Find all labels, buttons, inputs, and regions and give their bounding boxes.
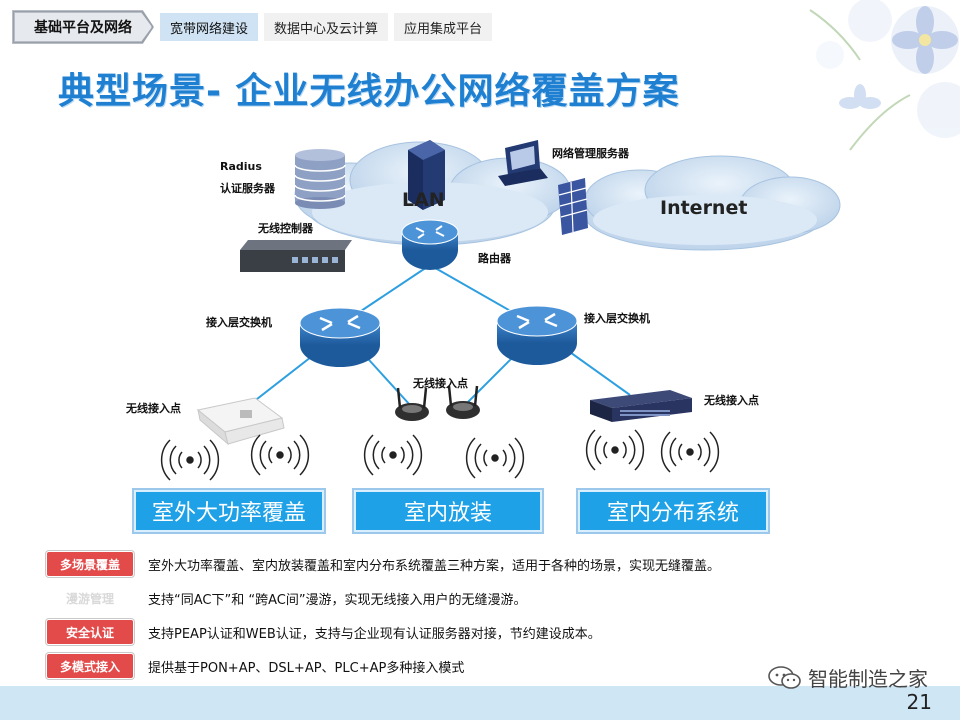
feature-badge-4: 多模式接入 <box>46 653 134 679</box>
lan-label: LAN <box>402 189 445 211</box>
feature-row-1: 多场景覆盖 室外大功率覆盖、室内放装覆盖和室内分布系统覆盖三种方案，适用于各种的… <box>46 550 906 578</box>
footer-bar <box>0 686 960 720</box>
page-title: 典型场景- 企业无线办公网络覆盖方案 <box>58 71 680 112</box>
feature-text-3: 支持PEAP认证和WEB认证，支持与企业现有认证服务器对接，节约建设成本。 <box>148 626 601 642</box>
feature-text-4: 提供基于PON+AP、DSL+AP、PLC+AP多种接入模式 <box>148 660 465 676</box>
feature-badge-3: 安全认证 <box>46 619 134 645</box>
router-icon <box>401 219 459 270</box>
nav-home-label: 基础平台及网络 <box>14 12 152 42</box>
feature-badge-1: 多场景覆盖 <box>46 551 134 577</box>
outdoor-ap-icon <box>196 397 285 446</box>
watermark-text: 智能制造之家 <box>808 667 928 691</box>
radius-label-line2: 认证服务器 <box>220 182 275 195</box>
internet-cloud <box>584 155 841 251</box>
router-label: 路由器 <box>478 252 511 265</box>
distribution-ap-icon <box>590 390 692 422</box>
indoor-ap-icon-1 <box>395 387 429 421</box>
nav-tab-broadband[interactable]: 宽带网络建设 <box>160 13 259 41</box>
wechat-icon <box>768 665 801 689</box>
feature-row-2: 漫游管理 支持“同AC下”和 “跨AC间”漫游，实现无线接入用户的无缝漫游。 <box>46 584 906 612</box>
switch-left-icon <box>299 307 381 367</box>
top-nav: 基础平台及网络 宽带网络建设 数据中心及云计算 应用集成平台 <box>12 10 493 44</box>
ap-right-label: 无线接入点 <box>704 394 759 407</box>
feature-row-4: 多模式接入 提供基于PON+AP、DSL+AP、PLC+AP多种接入模式 <box>46 652 906 680</box>
switch-right-icon <box>496 305 578 365</box>
switch-right-label: 接入层交换机 <box>584 312 650 325</box>
feature-badge-2: 漫游管理 <box>46 585 134 611</box>
diagram-graphics <box>160 140 841 481</box>
ap-middle-label: 无线接入点 <box>413 377 468 390</box>
nav-home-tab[interactable]: 基础平台及网络 <box>12 10 154 44</box>
lan-cloud <box>294 141 571 246</box>
radius-label-line1: Radius <box>220 160 262 173</box>
ap-left-label: 无线接入点 <box>126 402 181 415</box>
watermark: 智能制造之家 <box>768 663 928 692</box>
wifi-signal-icons <box>160 429 720 481</box>
scene-outdoor: 室外大功率覆盖 <box>132 488 326 534</box>
tower-server-icon <box>408 140 445 210</box>
page-number: 21 <box>906 690 932 714</box>
feature-text-2: 支持“同AC下”和 “跨AC间”漫游，实现无线接入用户的无缝漫游。 <box>148 592 527 608</box>
nms-computer-icon <box>498 140 548 186</box>
indoor-ap-icon-2 <box>446 385 480 419</box>
network-diagram: Radius 认证服务器 网络管理服务器 LAN Internet 无线控制器 … <box>0 110 960 540</box>
scene-distributed: 室内分布系统 <box>576 488 770 534</box>
internet-label: Internet <box>660 197 748 219</box>
firewall-icon <box>558 178 588 235</box>
controller-label: 无线控制器 <box>258 222 313 235</box>
nms-label: 网络管理服务器 <box>552 147 629 160</box>
nav-tab-integration[interactable]: 应用集成平台 <box>394 13 493 41</box>
radius-server-icon <box>294 149 346 209</box>
wireless-controller-icon <box>240 240 352 272</box>
scene-indoor: 室内放装 <box>352 488 544 534</box>
feature-row-3: 安全认证 支持PEAP认证和WEB认证，支持与企业现有认证服务器对接，节约建设成… <box>46 618 906 646</box>
nav-tab-datacenter[interactable]: 数据中心及云计算 <box>264 13 389 41</box>
feature-text-1: 室外大功率覆盖、室内放装覆盖和室内分布系统覆盖三种方案，适用于各种的场景，实现无… <box>148 558 721 574</box>
switch-left-label: 接入层交换机 <box>206 316 272 329</box>
